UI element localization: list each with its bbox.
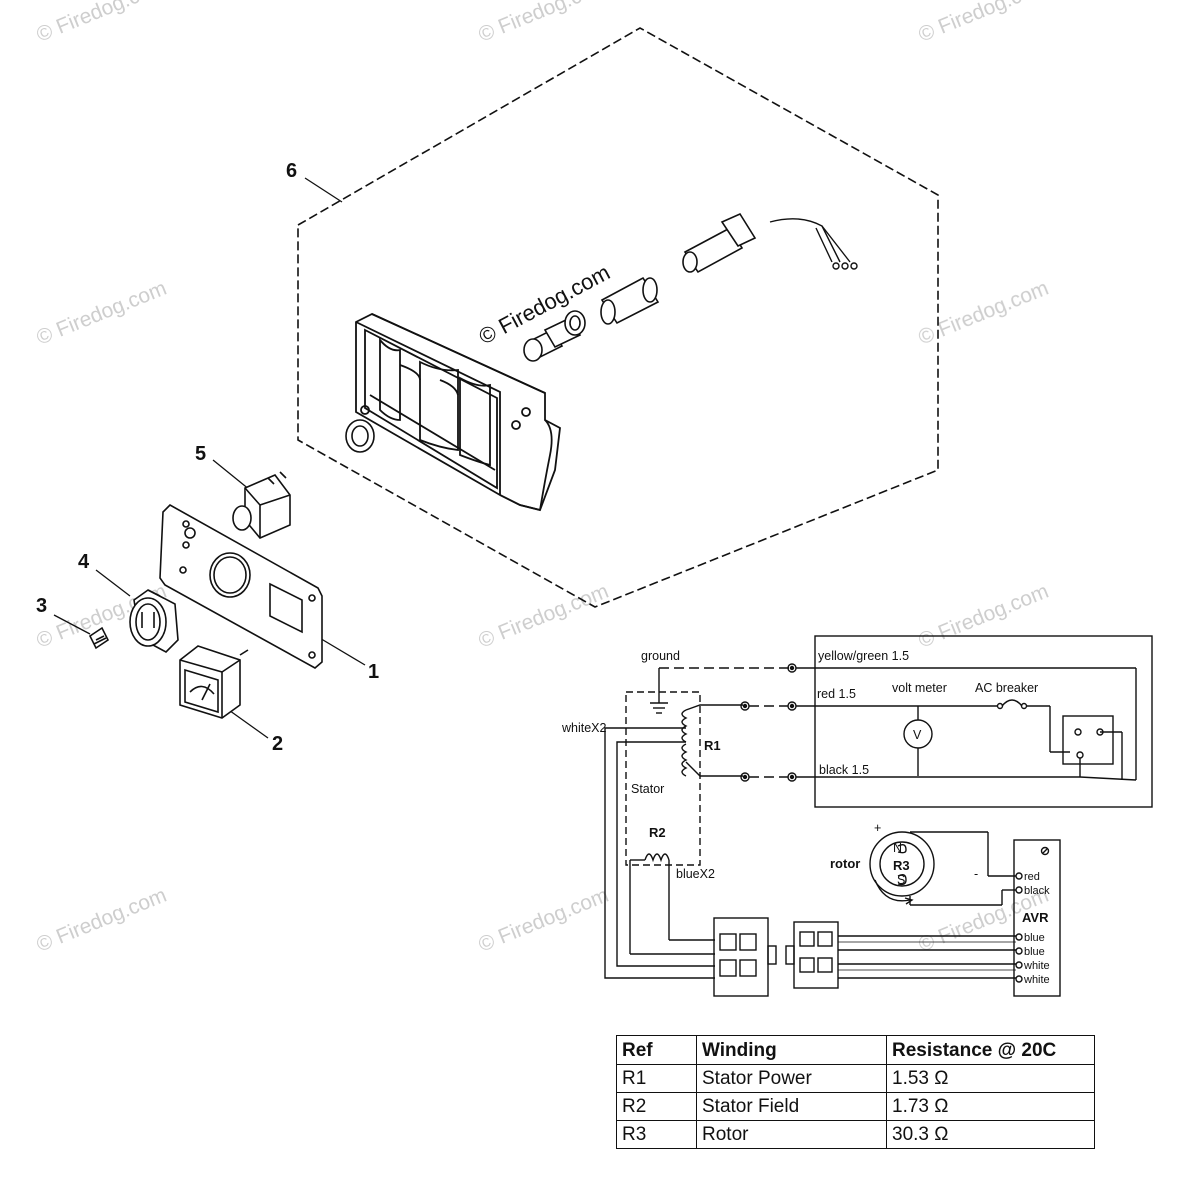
callout-5: 5 [195, 443, 206, 465]
rotor-symbol [869, 831, 935, 897]
leader-line-3 [53, 614, 91, 635]
table-header-row: Ref Winding Resistance @ 20C [616, 1035, 1095, 1065]
assembly-outline [297, 27, 939, 608]
watermark-text: © Firedog.com [475, 884, 612, 957]
label-white-x2: whiteX2 [561, 721, 607, 735]
wiring-diagram [604, 635, 1153, 997]
cell-resistance: 30.3 Ω [886, 1120, 1095, 1149]
label-ac-breaker: AC breaker [975, 681, 1038, 695]
leader-line-4 [95, 569, 131, 597]
avr-box [1013, 839, 1061, 997]
cell-winding: Stator Field [696, 1092, 887, 1121]
rotor-bearing [523, 310, 586, 362]
watermark-text: © Firedog.com [915, 277, 1052, 350]
table-row: R2 Stator Field 1.73 Ω [616, 1092, 1095, 1121]
load-box [814, 635, 1153, 808]
pole-s: S [897, 873, 905, 887]
label-yellow-green: yellow/green 1.5 [818, 649, 909, 663]
avr-terminal-red: red [1024, 871, 1040, 883]
leader-line-5 [212, 459, 251, 491]
volt-meter [179, 645, 249, 719]
table-row: R1 Stator Power 1.53 Ω [616, 1064, 1095, 1093]
wire-harness [769, 218, 858, 270]
avr-terminal-black: black [1024, 885, 1050, 897]
watermark-text: © Firedog.com [475, 580, 612, 653]
label-r2: R2 [649, 825, 666, 840]
header-winding: Winding [696, 1035, 887, 1065]
avr-terminal-white: white [1023, 960, 1050, 972]
watermark-text: © Firedog.com [475, 0, 612, 47]
callout-6: 6 [286, 160, 297, 182]
rotor-minus: - [974, 867, 978, 881]
table-row: R3 Rotor 30.3 Ω [616, 1120, 1095, 1149]
outlet-symbol [1062, 715, 1114, 765]
label-avr: AVR [1022, 910, 1049, 925]
resistance-table: Ref Winding Resistance @ 20C R1 Stator P… [616, 1035, 1095, 1149]
small-fastener [88, 626, 110, 650]
label-r1: R1 [704, 738, 721, 753]
cell-ref: R1 [616, 1064, 697, 1093]
alternator-housing [355, 313, 561, 512]
cell-winding: Rotor [696, 1120, 887, 1149]
callout-4: 4 [78, 551, 90, 573]
cell-ref: R3 [616, 1120, 697, 1149]
leader-line-2 [225, 707, 269, 739]
watermark-text: © Firedog.com [33, 277, 170, 350]
label-volt-meter: volt meter [892, 681, 947, 695]
watermark-text: © Firedog.com [33, 0, 170, 47]
cell-resistance: 1.53 Ω [886, 1064, 1095, 1093]
leader-line-6 [304, 177, 343, 203]
connector-left [713, 917, 769, 997]
watermark-text: © Firedog.com [915, 580, 1052, 653]
brush-holder [682, 212, 757, 274]
watermark-text: © Firedog.com [33, 884, 170, 957]
label-blue-x2: blueX2 [676, 867, 715, 881]
label-r3: R3 [893, 858, 910, 873]
ac-receptacle [129, 589, 179, 653]
cell-ref: R2 [616, 1092, 697, 1121]
callout-1: 1 [368, 661, 379, 683]
avr-terminal-blue: blue [1024, 946, 1045, 958]
stator-box [625, 691, 701, 866]
header-resistance: Resistance @ 20C [886, 1035, 1095, 1065]
label-ground: ground [641, 649, 680, 663]
housing-ring [345, 419, 375, 453]
label-black: black 1.5 [819, 763, 869, 777]
leader-line-1 [317, 636, 366, 666]
callout-2: 2 [272, 733, 283, 755]
callout-3: 3 [36, 595, 47, 617]
avr-terminal-blue: blue [1024, 932, 1045, 944]
avr-terminal-white: white [1023, 974, 1050, 986]
rotor-sleeve [600, 276, 660, 325]
cell-winding: Stator Power [696, 1064, 887, 1093]
circuit-breaker [232, 471, 291, 539]
volt-symbol: V [913, 728, 922, 742]
header-ref: Ref [616, 1035, 697, 1065]
rotor-plus: + [874, 821, 881, 835]
label-stator: Stator [631, 782, 664, 796]
label-rotor: rotor [830, 856, 860, 871]
pole-n: N [893, 841, 902, 855]
label-red: red 1.5 [817, 687, 856, 701]
control-panel-plate [159, 504, 323, 669]
watermark-text: © Firedog.com [915, 0, 1052, 47]
cell-resistance: 1.73 Ω [886, 1092, 1095, 1121]
